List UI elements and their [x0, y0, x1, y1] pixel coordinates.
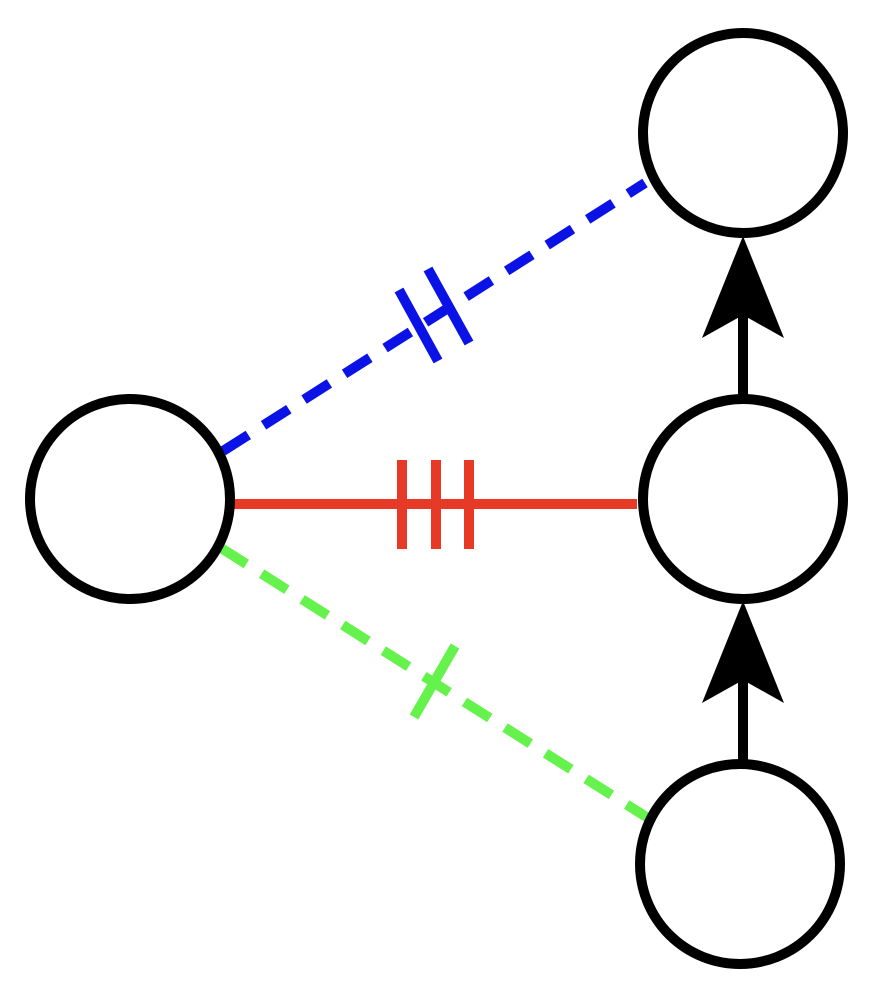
edge-tick-1: [409, 643, 460, 720]
edge-middle-right-top-right: [702, 236, 784, 400]
arrowhead-icon: [702, 236, 784, 338]
edge-left-middle-right: [233, 460, 637, 549]
node-top-right: [638, 28, 848, 238]
edge-tick-1: [394, 287, 443, 364]
edge-line-blue-dashed: [220, 178, 648, 456]
node-bottom-right: [635, 759, 845, 969]
arrowhead-icon: [702, 601, 784, 703]
edge-left-top-right: [220, 178, 648, 456]
edges: [218, 178, 784, 823]
edge-left-bottom-right: [218, 543, 651, 823]
edge-bottom-right-middle-right: [702, 601, 784, 765]
node-middle-right: [638, 394, 848, 604]
node-left: [25, 394, 235, 604]
edge-tick-2: [423, 266, 474, 346]
nodes: [25, 28, 848, 969]
